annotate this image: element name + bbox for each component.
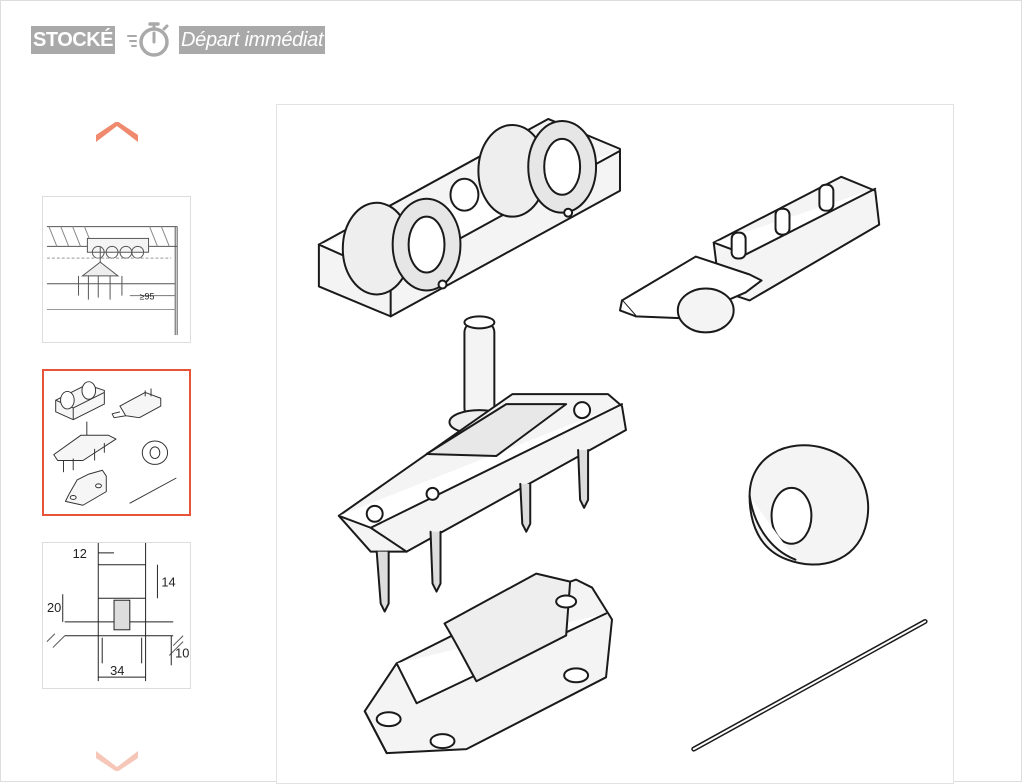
dimension-label-10: 10 [175, 645, 189, 660]
dimension-label-34: 34 [110, 663, 124, 678]
main-product-image[interactable] [276, 104, 954, 784]
thumbnail-dimension-drawing[interactable]: 12 14 20 10 34 [42, 542, 191, 689]
thumbnail-installation-diagram[interactable]: ≥95 [42, 196, 191, 343]
thumbnail-parts-overview[interactable] [42, 369, 191, 516]
dimension-label-12: 12 [73, 546, 87, 561]
installation-diagram-image: ≥95 [46, 226, 178, 336]
dimension-drawing-image: 12 14 20 10 34 [46, 543, 189, 682]
dimension-label-95: ≥95 [140, 292, 155, 302]
chevron-up-icon[interactable] [94, 122, 140, 144]
dimension-label-20: 20 [47, 600, 61, 615]
sliding-door-fitting-parts-drawing [317, 117, 928, 755]
parts-overview-image [53, 381, 177, 506]
immediate-departure-badge: Départ immédiat [179, 26, 326, 54]
stock-badge: STOCKÉ [31, 26, 115, 54]
chevron-down-icon[interactable] [94, 749, 140, 771]
stopwatch-fast-icon [127, 22, 169, 57]
dimension-label-14: 14 [161, 574, 175, 589]
